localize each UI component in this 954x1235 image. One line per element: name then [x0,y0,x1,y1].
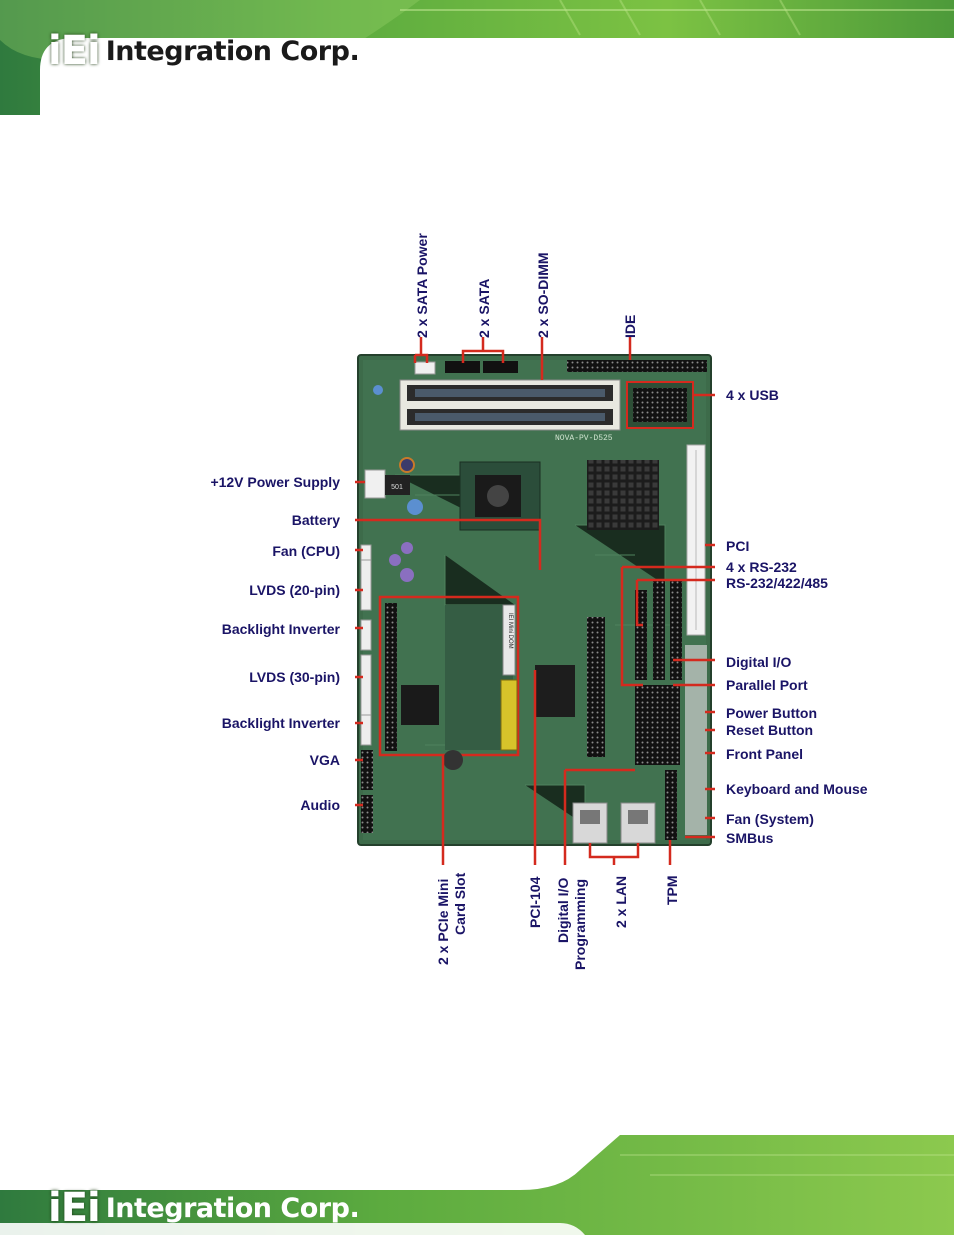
arrow-lan [588,843,640,865]
label-lan: 2 x LAN [613,875,629,928]
label-pcie-mini-line1: 2 x PCIe Mini [435,878,451,965]
header-banner: iEi Integration Corp. [0,0,954,115]
label-backlight-inverter-2: Backlight Inverter [221,715,340,731]
label-keyboard-mouse: Keyboard and Mouse [726,781,868,797]
ide-connector [567,360,707,372]
arrow-sata [461,337,505,363]
board-diagram: 501 IEI Mini DOM [355,337,715,865]
footer-banner: iEi Integration Corp. [0,1135,954,1235]
label-pci: PCI [726,538,750,554]
logo-text: Integration Corp. [105,35,360,67]
silk-model: NOVA-PV-D525 [555,434,613,443]
label-12v-power-supply: +12V Power Supply [210,474,340,490]
label-rs232: 4 x RS-232 [726,559,797,575]
label-pci104: PCI-104 [527,876,543,928]
label-reset-button: Reset Button [726,722,814,738]
label-lvds-30: LVDS (30-pin) [249,669,340,685]
label-vga: VGA [309,752,340,768]
dom-label: IEI Mini DOM [507,613,513,649]
label-dio-line1: Digital I/O [555,877,571,943]
label-sodimm: 2 x SO-DIMM [535,252,551,338]
label-audio: Audio [300,797,340,813]
label-rs232-422-485: RS-232/422/485 [726,575,828,591]
arrow-sata-power [413,337,429,363]
label-ide: IDE [622,314,638,338]
header-background [0,0,954,115]
label-usb: 4 x USB [726,387,779,403]
company-logo: iEi Integration Corp. [48,28,360,74]
label-backlight-inverter-1: Backlight Inverter [221,621,340,637]
label-smbus: SMBus [726,830,774,846]
chip-label: 501 [391,484,403,491]
label-fan-system: Fan (System) [726,811,814,827]
label-front-panel: Front Panel [726,746,804,762]
label-sata: 2 x SATA [476,278,492,338]
board-layout-figure: 501 IEI Mini DOM [195,225,895,975]
label-pcie-mini-line2: Card Slot [452,872,468,935]
power-connector [364,469,386,499]
footer-logo: iEi Integration Corp. [48,1185,360,1231]
arrow-battery [355,518,542,570]
footer-background [0,1135,954,1235]
label-lvds-20: LVDS (20-pin) [249,582,340,598]
arrow-dio-programming [563,768,635,865]
footer-logo-text: Integration Corp. [105,1192,360,1224]
label-fan-cpu: Fan (CPU) [272,543,340,559]
tpm-header [665,770,677,840]
sata-connectors [445,361,480,373]
label-sata-power: 2 x SATA Power [414,233,430,338]
heatsink [587,460,659,530]
footer-logo-mark: iEi [48,1185,101,1231]
sata-power-connectors [414,361,436,375]
label-battery: Battery [291,512,340,528]
label-digital-io: Digital I/O [726,654,792,670]
label-dio-line2: Programming [572,878,588,970]
pci104-connector [587,617,605,757]
label-power-button: Power Button [726,705,817,721]
logo-mark: iEi [48,28,101,74]
label-tpm: TPM [664,875,680,905]
label-parallel-port: Parallel Port [726,677,808,693]
mini-dom [502,604,516,676]
